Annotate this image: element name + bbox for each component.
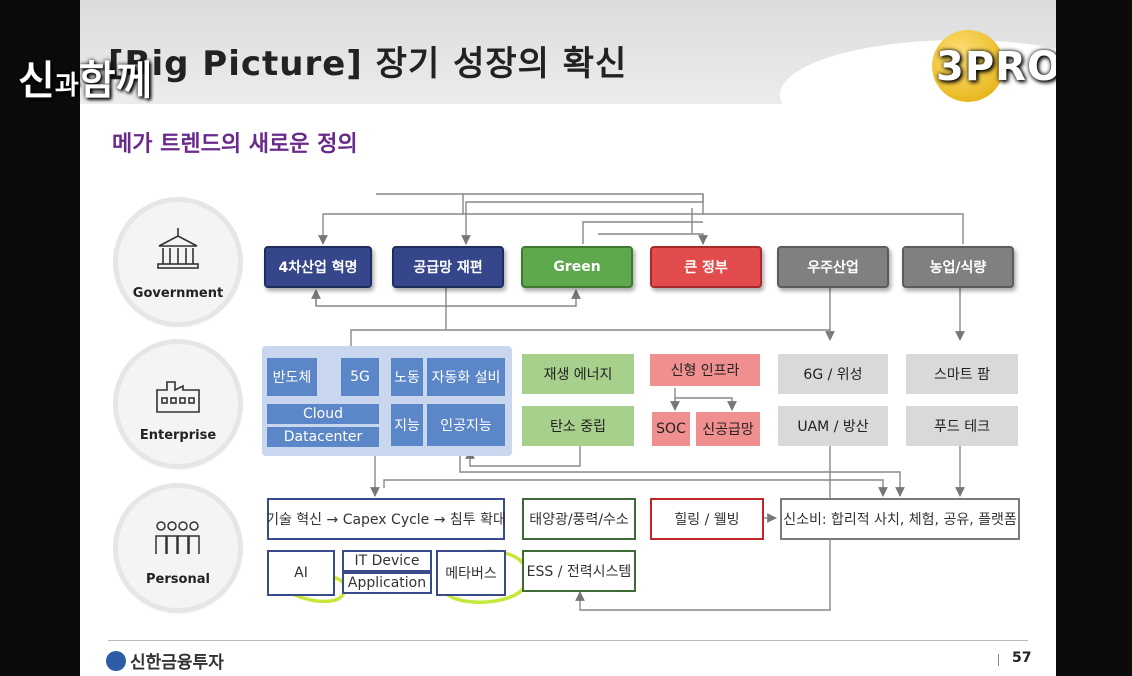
- channel-mascot-icon: [932, 30, 1004, 102]
- box-ess-power: ESS / 전력시스템: [522, 550, 636, 592]
- box-tech-innovation-cycle: 기술 혁신 → Capex Cycle → 침투 확대: [266, 498, 506, 540]
- personal-circle: Personal: [118, 488, 238, 608]
- box-smart-farm: 스마트 팜: [906, 354, 1018, 394]
- government-building-icon: [157, 228, 199, 269]
- slide: [Big Picture] 장기 성장의 확신 메가 트렌드의 새로운 정의: [80, 0, 1056, 676]
- shinhan-logo-icon: [106, 651, 126, 671]
- factory-icon: [156, 381, 200, 413]
- box-datacenter: Datacenter: [267, 427, 379, 447]
- footer-company-name: 신한금융투자: [130, 653, 224, 673]
- people-icon: [155, 521, 200, 554]
- box-ai: AI: [267, 550, 335, 596]
- footer-company-logo: 신한금융투자: [106, 648, 224, 673]
- box-application: Application: [342, 572, 432, 594]
- box-automation: 자동화 설비: [427, 358, 505, 396]
- show-logo-small: 과: [54, 71, 79, 101]
- show-logo-rest: 함께: [78, 58, 153, 104]
- page-separator: [998, 654, 999, 666]
- box-carbon-neutral: 탄소 중립: [522, 406, 634, 446]
- footer-divider: [108, 640, 1028, 641]
- box-solar-wind-hydrogen: 태양광/풍력/수소: [522, 498, 636, 540]
- box-cloud: Cloud: [267, 404, 379, 424]
- enterprise-label: Enterprise: [139, 428, 217, 443]
- slide-subtitle: 메가 트렌드의 새로운 정의: [112, 132, 358, 157]
- box-metaverse: 메타버스: [436, 550, 506, 596]
- personal-label: Personal: [146, 572, 210, 587]
- btn-green[interactable]: Green: [521, 246, 633, 288]
- btn-big-government[interactable]: 큰 정부: [650, 246, 762, 288]
- box-5g: 5G: [341, 358, 379, 396]
- box-ai-kr: 인공지능: [427, 404, 505, 446]
- box-food-tech: 푸드 테크: [906, 406, 1018, 446]
- broadcast-show-logo: 신과함께: [18, 48, 152, 106]
- box-intelligence: 지능: [391, 404, 423, 446]
- letterbox-right: [1056, 0, 1132, 676]
- government-circle: Government: [118, 202, 238, 322]
- box-new-supply: 신공급망: [696, 412, 760, 446]
- box-healing-wellbeing: 힐링 / 웰빙: [650, 498, 764, 540]
- box-uam-defense: UAM / 방산: [778, 406, 888, 446]
- government-label: Government: [132, 286, 224, 301]
- box-new-consumption: 신소비: 합리적 사치, 체험, 공유, 플랫폼: [780, 498, 1020, 540]
- btn-supply-chain[interactable]: 공급망 재편: [392, 246, 504, 288]
- box-new-infra: 신형 인프라: [650, 354, 760, 386]
- enterprise-circle: Enterprise: [118, 344, 238, 464]
- title-curve-decoration: [780, 40, 1056, 150]
- show-logo-main: 신: [18, 58, 55, 104]
- box-it-device: IT Device: [342, 550, 432, 572]
- box-semiconductor: 반도체: [267, 358, 317, 396]
- btn-space-industry[interactable]: 우주산업: [777, 246, 889, 288]
- box-6g-satellite: 6G / 위성: [778, 354, 888, 394]
- btn-4th-industrial-revolution[interactable]: 4차산업 혁명: [264, 246, 372, 288]
- box-soc: SOC: [652, 412, 690, 446]
- box-renewable: 재생 에너지: [522, 354, 634, 394]
- btn-agriculture-food[interactable]: 농업/식량: [902, 246, 1014, 288]
- slide-title: [Big Picture] 장기 성장의 확신: [108, 44, 628, 84]
- page-number: 57: [1012, 650, 1032, 666]
- box-labor: 노동: [391, 358, 423, 396]
